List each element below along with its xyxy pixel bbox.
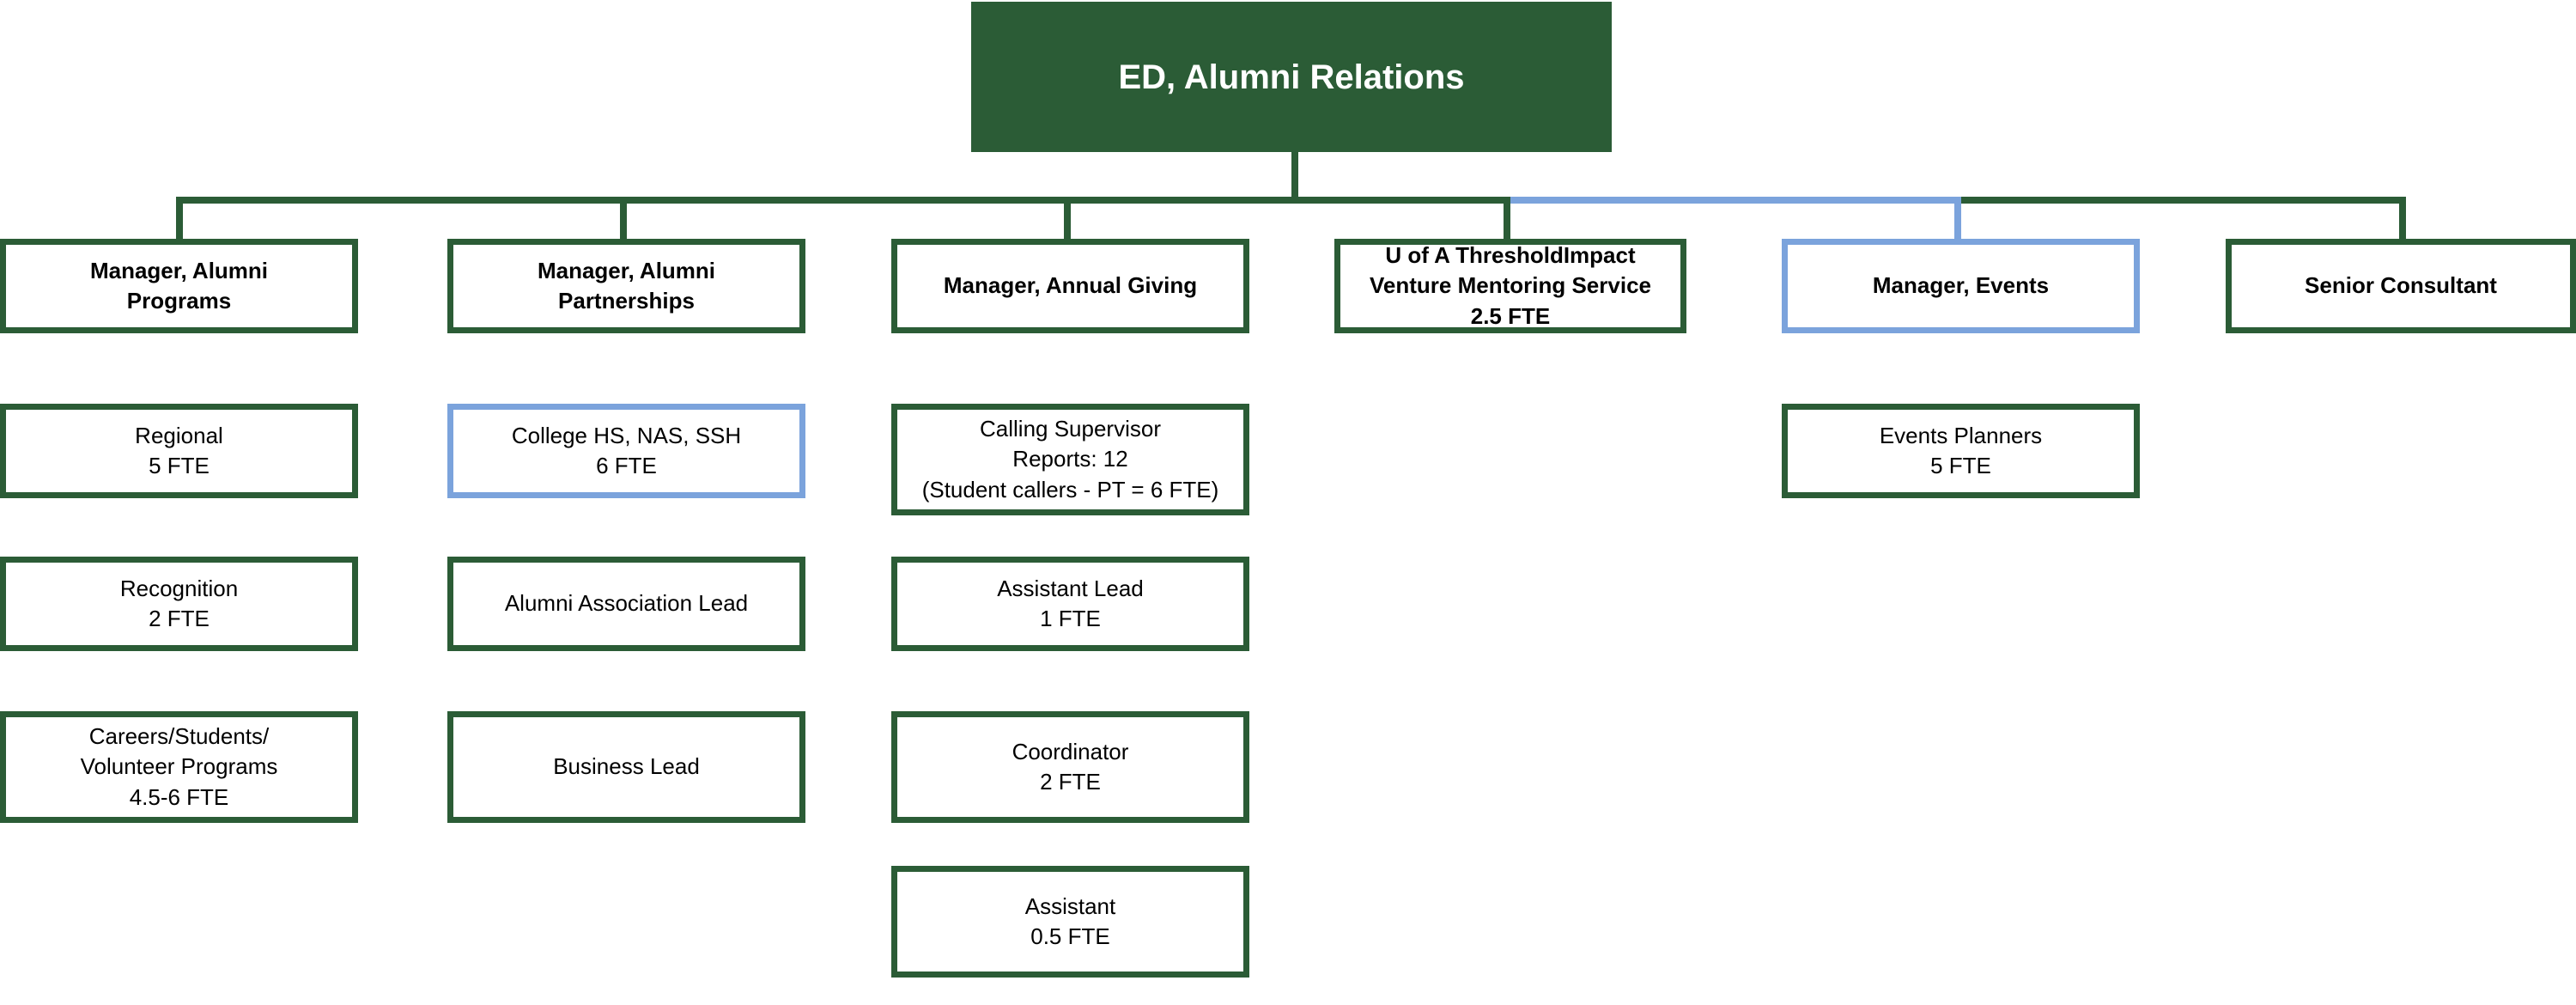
node-label: Manager, Annual Giving bbox=[943, 272, 1198, 299]
node-regional[interactable]: Regional 5 FTE bbox=[0, 404, 358, 498]
node-label: Regional 5 FTE bbox=[135, 422, 223, 478]
node-assistant[interactable]: Assistant 0.5 FTE bbox=[891, 866, 1249, 978]
node-label: Alumni Association Lead bbox=[504, 590, 749, 617]
node-label: College HS, NAS, SSH 6 FTE bbox=[511, 422, 742, 478]
node-events-planners[interactable]: Events Planners 5 FTE bbox=[1782, 404, 2140, 498]
node-manager-alumni-programs[interactable]: Manager, Alumni Programs bbox=[0, 239, 358, 333]
node-label: Manager, Alumni Partnerships bbox=[537, 257, 716, 314]
node-manager-annual-giving[interactable]: Manager, Annual Giving bbox=[891, 239, 1249, 333]
connector-root-stem bbox=[1291, 150, 1298, 199]
node-careers-students-volunteer-programs[interactable]: Careers/Students/ Volunteer Programs 4.5… bbox=[0, 711, 358, 823]
node-recognition[interactable]: Recognition 2 FTE bbox=[0, 557, 358, 651]
node-label: Events Planners 5 FTE bbox=[1879, 422, 2043, 478]
node-label: Coordinator 2 FTE bbox=[1012, 738, 1129, 795]
node-manager-events[interactable]: Manager, Events bbox=[1782, 239, 2140, 333]
node-label: ED, Alumni Relations bbox=[1118, 58, 1465, 96]
node-label: Calling Supervisor Reports: 12 (Student … bbox=[921, 416, 1219, 502]
node-calling-supervisor[interactable]: Calling Supervisor Reports: 12 (Student … bbox=[891, 404, 1249, 515]
node-label: Recognition 2 FTE bbox=[119, 575, 239, 631]
node-label: U of A ThresholdImpact Venture Mentoring… bbox=[1370, 242, 1651, 329]
connector-drop-alumni-programs bbox=[176, 197, 183, 239]
connector-drop-alumni-partnerships bbox=[620, 197, 627, 239]
node-label: Manager, Events bbox=[1872, 272, 2050, 299]
node-threshold-impact-venture-mentoring-service[interactable]: U of A ThresholdImpact Venture Mentoring… bbox=[1334, 239, 1686, 333]
node-coordinator[interactable]: Coordinator 2 FTE bbox=[891, 711, 1249, 823]
node-manager-alumni-partnerships[interactable]: Manager, Alumni Partnerships bbox=[447, 239, 805, 333]
node-ed-alumni-relations[interactable]: ED, Alumni Relations bbox=[971, 2, 1612, 152]
connector-bus-blue bbox=[1504, 197, 1961, 204]
node-label: Manager, Alumni Programs bbox=[89, 257, 269, 314]
node-senior-consultant[interactable]: Senior Consultant bbox=[2226, 239, 2576, 333]
node-label: Assistant 0.5 FTE bbox=[1024, 892, 1116, 949]
connector-bus-green-left bbox=[176, 197, 1504, 204]
node-label: Business Lead bbox=[553, 753, 700, 780]
node-alumni-association-lead[interactable]: Alumni Association Lead bbox=[447, 557, 805, 651]
node-label: Careers/Students/ Volunteer Programs 4.5… bbox=[80, 723, 278, 810]
node-assistant-lead[interactable]: Assistant Lead 1 FTE bbox=[891, 557, 1249, 651]
connector-drop-senior-consultant bbox=[2399, 197, 2406, 239]
connector-bus-green-right bbox=[1961, 197, 2406, 204]
connector-drop-annual-giving bbox=[1064, 197, 1071, 239]
node-business-lead[interactable]: Business Lead bbox=[447, 711, 805, 823]
connector-drop-threshold-impact bbox=[1504, 197, 1510, 239]
connector-drop-events bbox=[1954, 197, 1961, 239]
node-college-hs-nas-ssh[interactable]: College HS, NAS, SSH 6 FTE bbox=[447, 404, 805, 498]
node-label: Assistant Lead 1 FTE bbox=[997, 575, 1144, 631]
node-label: Senior Consultant bbox=[2305, 272, 2497, 299]
